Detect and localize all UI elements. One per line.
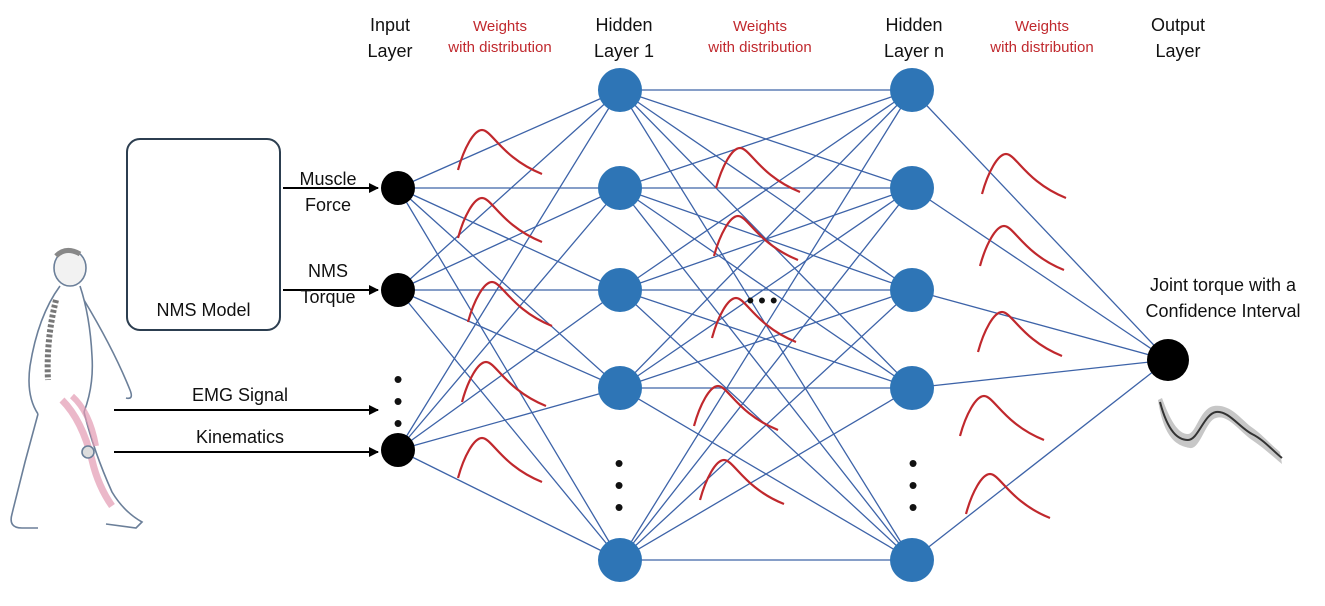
emg-signal-label: EMG Signal [191, 385, 289, 405]
output-caption-line2: Confidence Interval [1145, 301, 1301, 321]
kinematics-label: Kinematics [195, 427, 285, 447]
weights-label-3-line2: with distribution [990, 39, 1094, 56]
hidden-n-node-3 [890, 366, 934, 410]
edge-hn-3-output [911, 359, 1169, 389]
edge-group [397, 89, 1169, 561]
weights-label-2-line1: Weights [733, 18, 787, 35]
hidden-layer-n-title: Hidden Layer n [872, 12, 956, 64]
weights-label-2: Weights with distribution [688, 16, 832, 58]
edge-h1-2-hn-0 [619, 89, 913, 291]
edge-hn-4-output [911, 359, 1169, 561]
distribution-curve-group [456, 128, 1067, 520]
edge-input-2-h1-0 [397, 89, 621, 451]
weight-distribution-curve-13 [958, 394, 1045, 442]
edge-h1-3-hn-2 [619, 289, 913, 389]
weight-distribution-curve-4 [456, 436, 543, 484]
weight-distribution-curve-9 [698, 458, 785, 506]
input-ellipsis: ••• [393, 364, 403, 438]
weight-distribution-curve-0 [456, 128, 543, 176]
edge-input-1-h1-3 [397, 289, 621, 389]
weights-label-3-line1: Weights [1015, 18, 1069, 35]
weight-distribution-curve-7 [710, 296, 797, 344]
edge-h1-3-hn-0 [619, 89, 913, 389]
weight-distribution-curve-10 [980, 152, 1067, 200]
hidden-layer-1-title-line2: Layer 1 [593, 41, 655, 61]
hidden-1-node-1 [598, 166, 642, 210]
hidden-layer-n-title-line1: Hidden [885, 15, 943, 35]
edge-hn-2-output [911, 289, 1169, 361]
weight-distribution-curve-14 [964, 472, 1051, 520]
edge-h1-4-hn-3 [619, 387, 913, 561]
edge-hn-0-output [911, 89, 1169, 361]
weight-distribution-curve-12 [976, 310, 1063, 358]
hidden-n-node-1 [890, 166, 934, 210]
hidden-layer-1-title: Hidden Layer 1 [582, 12, 666, 64]
nms-model-box: NMS Model [126, 138, 281, 331]
input-arrow-group [114, 183, 379, 457]
weight-distribution-curve-8 [692, 384, 779, 432]
edge-input-1-h1-4 [397, 289, 621, 561]
edge-h1-3-hn-1 [619, 187, 913, 389]
edge-input-0-h1-4 [397, 187, 621, 561]
output-layer-title: Output Layer [1136, 12, 1220, 64]
output-node [1147, 339, 1189, 381]
edge-h1-4-hn-1 [619, 187, 913, 561]
weights-label-2-line2: with distribution [708, 39, 812, 56]
hidden-n-node-0 [890, 68, 934, 112]
weights-label-1: Weights with distribution [428, 16, 572, 58]
hidden-1-node-3 [598, 366, 642, 410]
input-node-2 [381, 433, 415, 467]
nms-torque-line2: Torque [300, 287, 356, 307]
hidden-1-node-2 [598, 268, 642, 312]
hiddenn-ellipsis: ••• [908, 448, 918, 522]
output-layer-title-line1: Output [1150, 15, 1206, 35]
hidden-n-node-4 [890, 538, 934, 582]
edge-input-2-h1-2 [397, 289, 621, 451]
hidden-n-node-2 [890, 268, 934, 312]
edge-input-0-h1-3 [397, 187, 621, 389]
input-node-1 [381, 273, 415, 307]
hidden-1-node-0 [598, 68, 642, 112]
torque-confidence-curve [1158, 398, 1283, 464]
hidden-1-node-4 [598, 538, 642, 582]
edge-input-2-h1-3 [397, 387, 621, 451]
hidden-layer-1-title-line1: Hidden [595, 15, 653, 35]
walking-human-icon [10, 248, 144, 529]
weight-distribution-curve-3 [460, 360, 547, 408]
output-caption: Joint torque with a Confidence Interval [1128, 272, 1318, 324]
weight-distribution-curve-5 [714, 146, 801, 194]
input-layer-title-line1: Input [369, 15, 411, 35]
hidden1-ellipsis: ••• [614, 448, 624, 522]
weight-distribution-curve-11 [978, 224, 1065, 272]
edge-input-2-h1-4 [397, 449, 621, 561]
nms-torque-line1: NMS [308, 261, 348, 281]
weights-label-3: Weights with distribution [970, 16, 1114, 58]
input-layer-title-line2: Layer [367, 41, 413, 61]
output-layer-title-line2: Layer [1155, 41, 1201, 61]
muscle-force-line2: Force [304, 195, 351, 215]
nms-torque-label: NMS Torque [286, 258, 370, 310]
edge-h1-1-hn-0 [619, 89, 913, 189]
hidden-layer-n-title-line2: Layer n [883, 41, 945, 61]
edge-input-0-h1-0 [397, 89, 621, 189]
output-caption-line1: Joint torque with a [1149, 275, 1297, 295]
middle-ellipsis: ••• [746, 288, 782, 313]
nms-model-label: NMS Model [156, 300, 251, 320]
weights-label-1-line1: Weights [473, 18, 527, 35]
edge-input-1-h1-1 [397, 187, 621, 291]
edge-input-2-h1-1 [397, 187, 621, 451]
input-layer-title: Input Layer [352, 12, 428, 64]
edge-input-1-h1-0 [397, 89, 621, 291]
weight-distribution-curve-6 [712, 214, 799, 262]
edge-hn-1-output [911, 187, 1169, 361]
input-node-0 [381, 171, 415, 205]
weight-distribution-curve-2 [466, 280, 553, 328]
weight-distribution-curve-1 [456, 196, 543, 244]
muscle-force-line1: Muscle [299, 169, 357, 189]
node-group [381, 68, 1189, 582]
muscle-force-label: Muscle Force [286, 166, 370, 218]
weights-label-1-line2: with distribution [448, 39, 552, 56]
